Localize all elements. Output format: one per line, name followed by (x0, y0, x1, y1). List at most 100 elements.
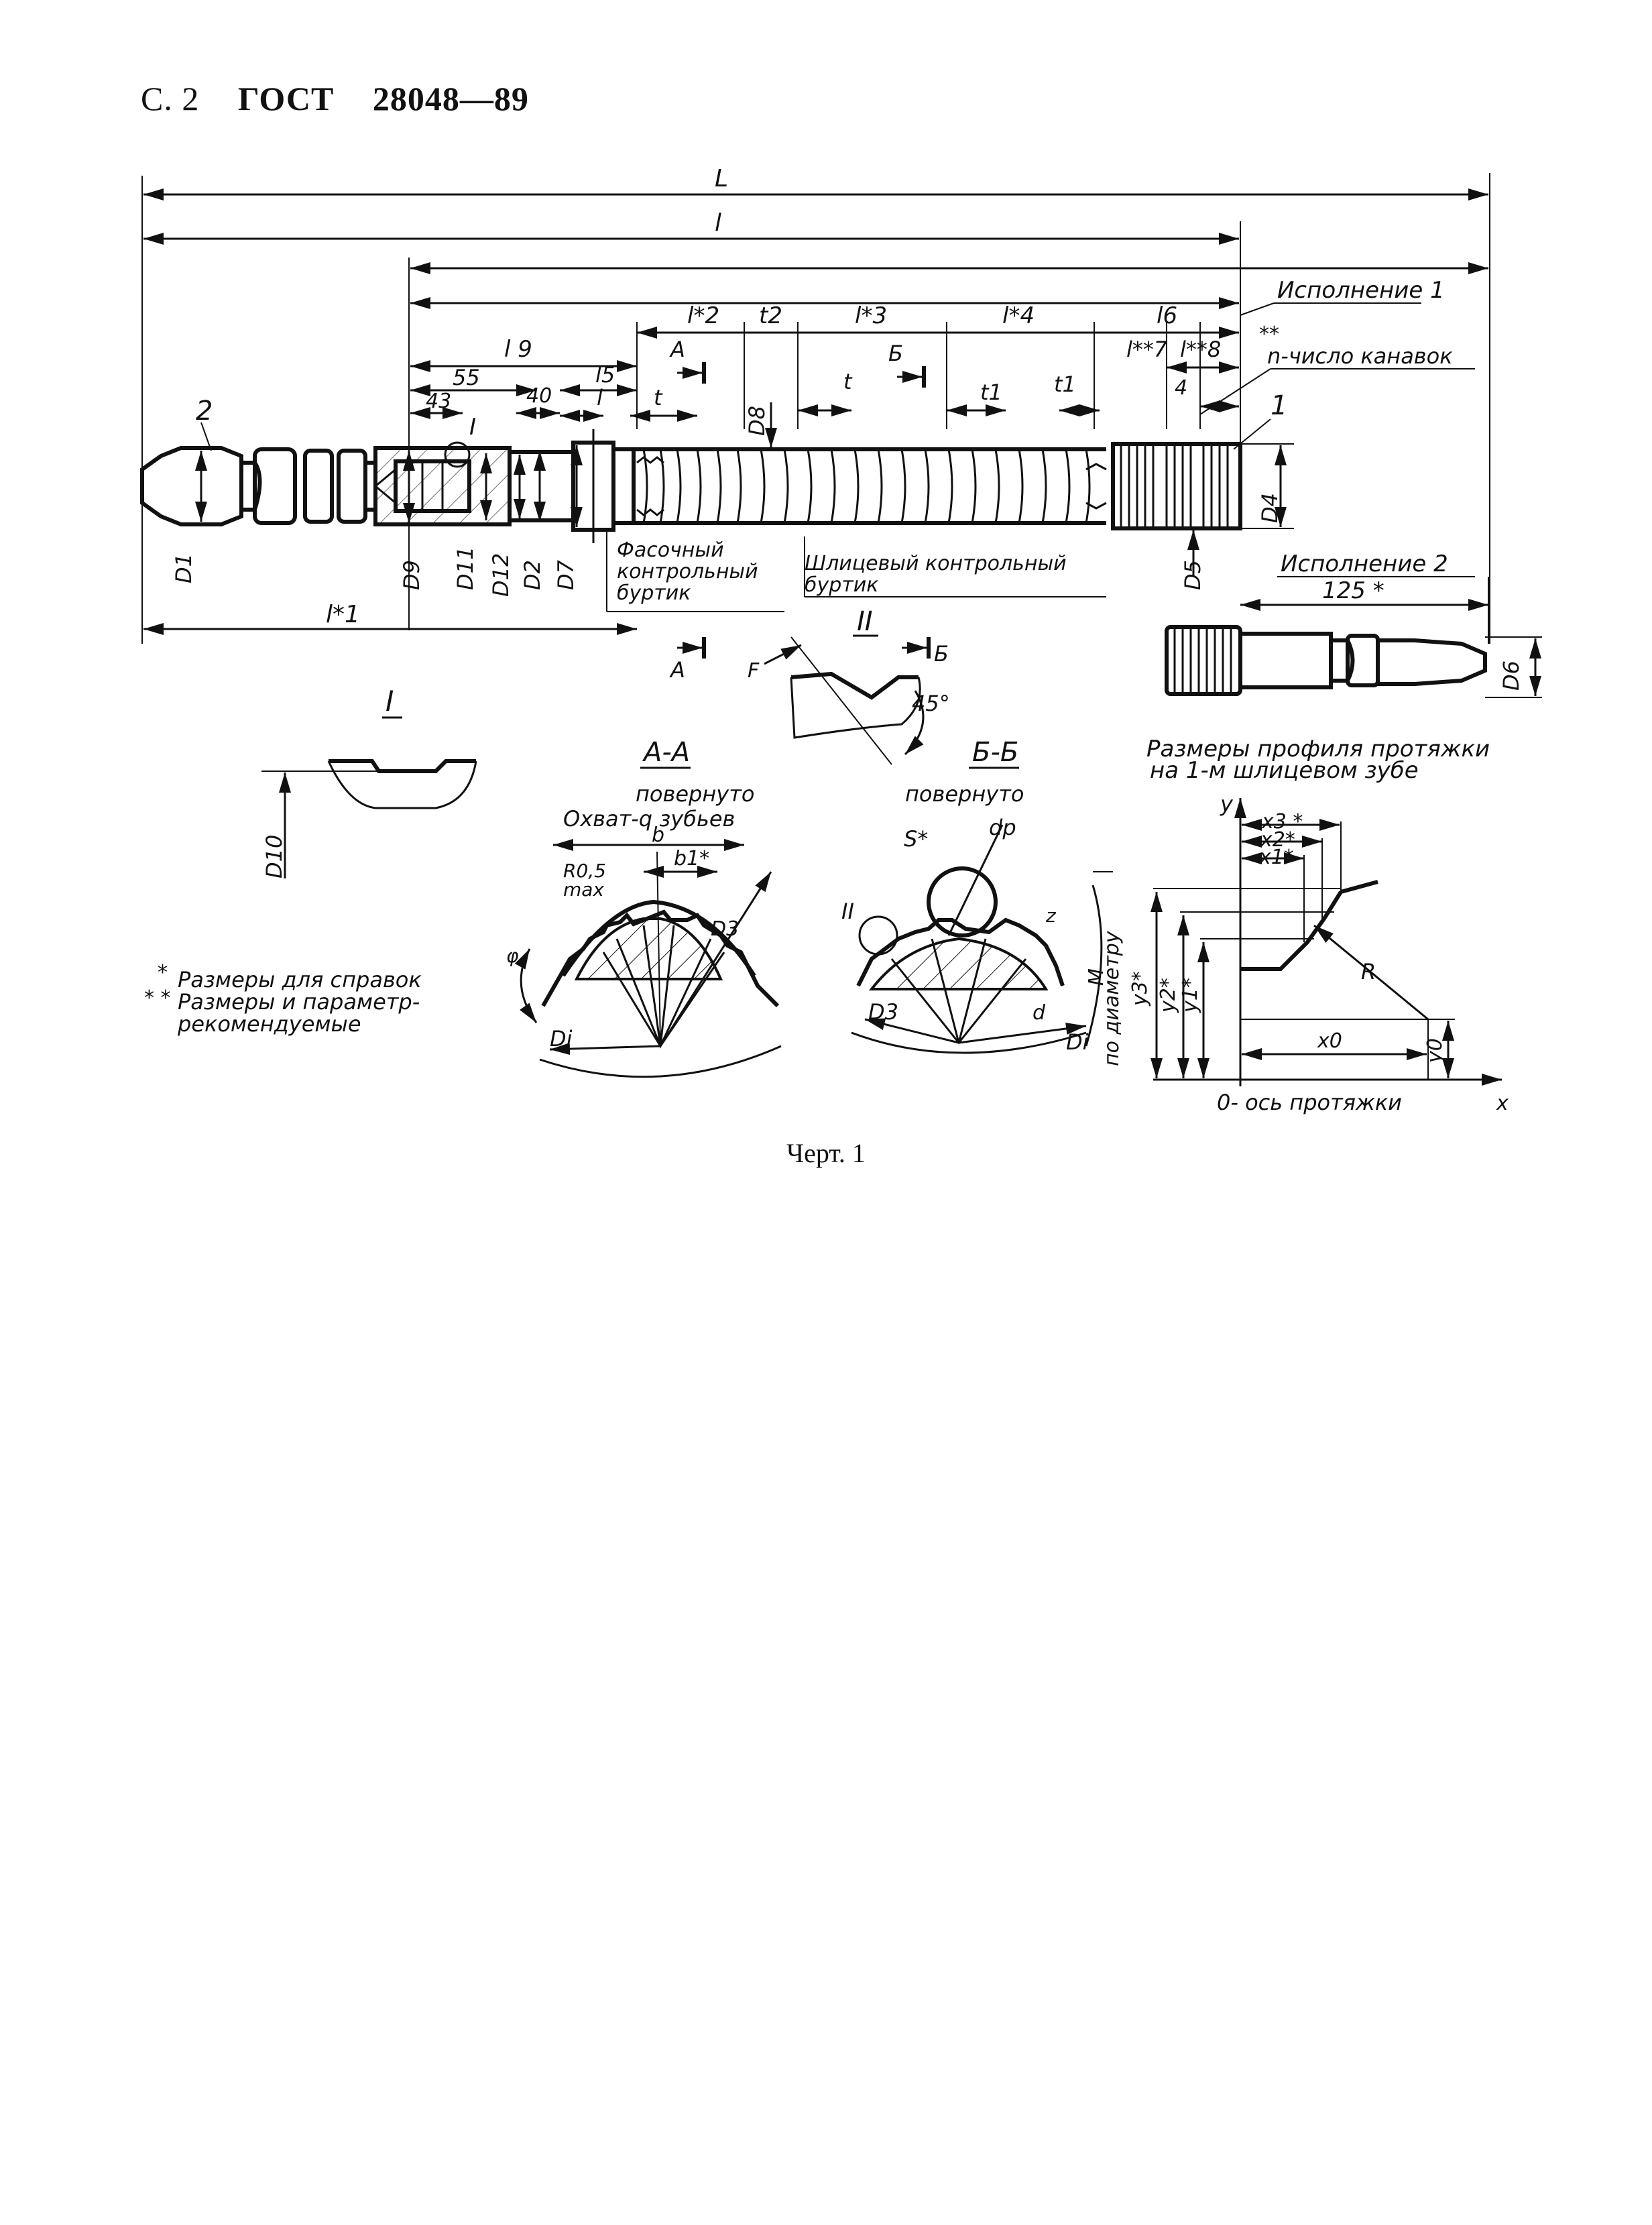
aa-r05: R0,5 (563, 860, 606, 882)
dim-l: l (597, 385, 603, 410)
label-D9: D9 (399, 560, 424, 590)
chamfer-collar-1: Фасочный (617, 538, 724, 562)
grooves-stars: ** (1259, 323, 1279, 346)
bb-by-diameter: по диаметру (1100, 930, 1124, 1066)
bb-z: z (1045, 905, 1057, 927)
aa-b1: b1* (674, 847, 709, 870)
figure-caption: Черт. 1 (786, 1138, 866, 1168)
detail-I-title: I (386, 685, 394, 718)
dim-l2: l*2 (687, 302, 719, 329)
dim-l3: l*3 (855, 302, 887, 329)
dim-4: 4 (1175, 376, 1187, 400)
aa-coverage: Охват-q зубьев (563, 806, 735, 832)
cut-A-bottom: А (669, 657, 685, 683)
dim-t-mid: t (843, 369, 853, 394)
bb-D3: D3 (868, 999, 898, 1025)
note-star-2: * * (144, 986, 171, 1010)
label-D5: D5 (1180, 560, 1205, 590)
dim-55: 55 (453, 365, 480, 390)
profile-title-2: на 1-м шлицевом зубе (1150, 757, 1419, 784)
version-1-label: Исполнение 1 (1277, 277, 1445, 304)
mark-1: 1 (1271, 390, 1287, 421)
dim-l4: l*4 (1002, 302, 1035, 329)
bb-Di: Di (1066, 1029, 1089, 1055)
profile-y0: y0 (1423, 1038, 1447, 1064)
dim-40: 40 (526, 384, 552, 408)
bb-dp: dp (989, 815, 1016, 840)
detail-II-title: II (857, 606, 873, 637)
profile-y3: y3* (1128, 971, 1152, 1007)
aa-max: max (563, 878, 604, 901)
chamfer-collar-2: контрольный (617, 560, 758, 583)
note-recommended-1: Размеры и параметр- (178, 989, 420, 1015)
section-AA: А-А повернуто Охват-q зубьев b b1* R0,5 … (506, 737, 782, 1078)
label-F: F (748, 659, 760, 683)
angle-45: 45° (912, 691, 950, 716)
dim-t2: t2 (759, 302, 782, 329)
aa-rotated: повернуто (636, 781, 754, 807)
detail-I: I (261, 685, 477, 878)
label-D11: D11 (453, 547, 478, 590)
dim-l7: l**7 (1126, 337, 1168, 362)
dim-l5: l5 (595, 362, 615, 388)
dim-L: L (715, 165, 728, 192)
bb-II: II (841, 899, 854, 924)
profile-y2: y2* (1157, 978, 1180, 1013)
profile-R: R (1361, 959, 1376, 984)
detail-I-mark: I (469, 414, 476, 441)
page-header: С. 2 ГОСТ 28048—89 (141, 79, 558, 118)
dim-l1: l*1 (326, 601, 360, 628)
label-D2: D2 (520, 560, 545, 590)
note-star-1: * (158, 961, 168, 984)
profile-axis-label: 0- ось протяжки (1217, 1090, 1402, 1115)
broach-main-view (140, 402, 1294, 577)
label-D6: D6 (1498, 661, 1524, 691)
detail-II: II 45° F (748, 606, 950, 765)
profile-x3: x3 * (1261, 810, 1303, 834)
label-D4: D4 (1257, 493, 1283, 523)
standard-name: ГОСТ (237, 80, 335, 117)
notes: * Размеры для справок * * Размеры и пара… (144, 961, 422, 1037)
note-reference: Размеры для справок (178, 967, 422, 992)
label-D1: D1 (171, 553, 196, 583)
bb-M: M (1085, 968, 1108, 986)
section-BB-title: Б-Б (972, 737, 1018, 768)
grooves-label: n-число канавок (1267, 343, 1453, 369)
label-D8: D8 (744, 406, 770, 436)
dim-l-total: l (715, 209, 721, 237)
cut-B-top: Б (888, 341, 903, 366)
label-D12: D12 (488, 553, 514, 597)
aa-Di: Di (550, 1026, 573, 1051)
note-recommended-2: рекомендуемые (177, 1011, 361, 1037)
version-2-label: Исполнение 2 (1281, 551, 1448, 577)
dim-t1-a: t1 (980, 380, 1002, 405)
dim-t1-b: t1 (1054, 372, 1076, 397)
profile-x2: x2* (1260, 828, 1295, 852)
axis-x: x (1496, 1092, 1509, 1115)
bb-S: S* (904, 826, 928, 852)
aa-b: b (652, 823, 664, 847)
aa-phi: φ (506, 945, 519, 967)
label-D10: D10 (261, 835, 287, 878)
label-D7: D7 (553, 559, 579, 590)
bb-d: d (1032, 1001, 1046, 1025)
dim-43: 43 (426, 390, 451, 413)
bb-rotated: повернуто (905, 781, 1024, 807)
page-number: С. 2 (141, 80, 200, 117)
dim-l8: l**8 (1180, 337, 1221, 362)
profile-x1: x1* (1258, 846, 1294, 869)
dim-l6: l6 (1157, 302, 1177, 329)
profile-sketch: Размеры профиля протяжки на 1-м шлицевом… (1128, 736, 1509, 1115)
spline-collar-1: Шлицевый контрольный (805, 552, 1067, 575)
section-BB: Б-Б повернуто S* dp II z D3 d Di (841, 737, 1113, 1055)
cut-A-top: А (669, 337, 685, 362)
mark-2: 2 (196, 396, 213, 426)
chamfer-collar-3: буртик (617, 581, 691, 605)
dim-125: 125 * (1322, 577, 1384, 604)
dim-t: t (654, 385, 663, 410)
section-AA-title: А-А (642, 737, 690, 768)
dim-l9: l 9 (504, 336, 532, 363)
standard-number: 28048—89 (372, 80, 529, 117)
dimension-lines-top (141, 173, 1490, 644)
